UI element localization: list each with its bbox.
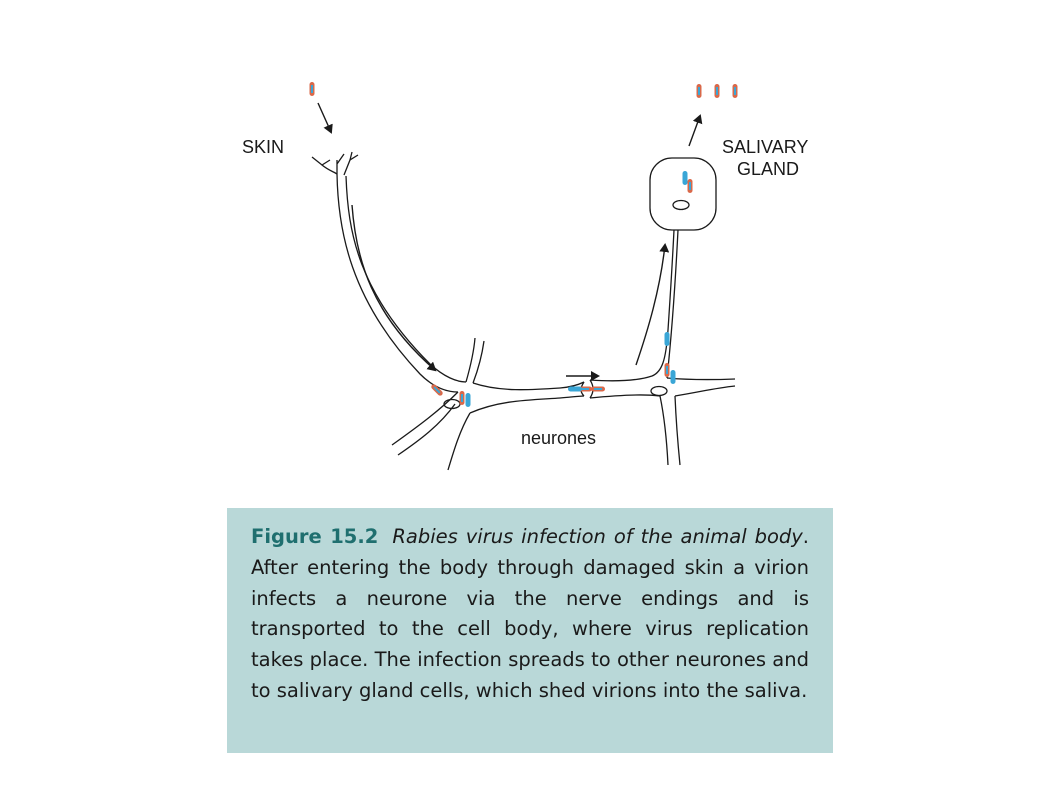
virion	[568, 386, 582, 392]
shed-virion	[732, 84, 738, 98]
gland-nucleus	[672, 199, 690, 211]
virion	[664, 363, 670, 377]
entry-arrow	[317, 102, 333, 134]
neurone-2	[589, 229, 736, 466]
virion	[670, 370, 676, 384]
figure-label: Figure 15.2	[251, 525, 379, 548]
rabies-infection-diagram: SKIN SALIVARY GLAND neurones	[242, 82, 808, 471]
salivary-gland-label-line2: GLAND	[737, 159, 799, 179]
shedding-arrow	[688, 114, 703, 147]
virion	[459, 391, 465, 405]
transport-arrow-1	[351, 204, 437, 372]
virion	[465, 393, 471, 407]
virion	[687, 179, 693, 193]
caption-body: After entering the body through damaged …	[251, 555, 809, 702]
figure-title: Rabies virus infection of the animal bod…	[392, 525, 803, 548]
skin-label: SKIN	[242, 137, 284, 157]
neurones-label: neurones	[521, 428, 596, 448]
entering-virion	[309, 82, 315, 96]
figure-caption: Figure 15.2 Rabies virus infection of the…	[227, 508, 833, 753]
neurone-1	[311, 151, 585, 471]
salivary-gland-cell	[649, 157, 717, 231]
virion	[682, 171, 688, 185]
transport-arrow-2	[635, 243, 670, 366]
shed-virion	[714, 84, 720, 98]
salivary-gland-label-line1: SALIVARY	[722, 137, 808, 157]
virion	[591, 386, 605, 392]
figure-title-period: .	[802, 525, 809, 548]
shed-virion	[696, 84, 702, 98]
virion	[664, 332, 670, 346]
virion	[430, 383, 444, 397]
